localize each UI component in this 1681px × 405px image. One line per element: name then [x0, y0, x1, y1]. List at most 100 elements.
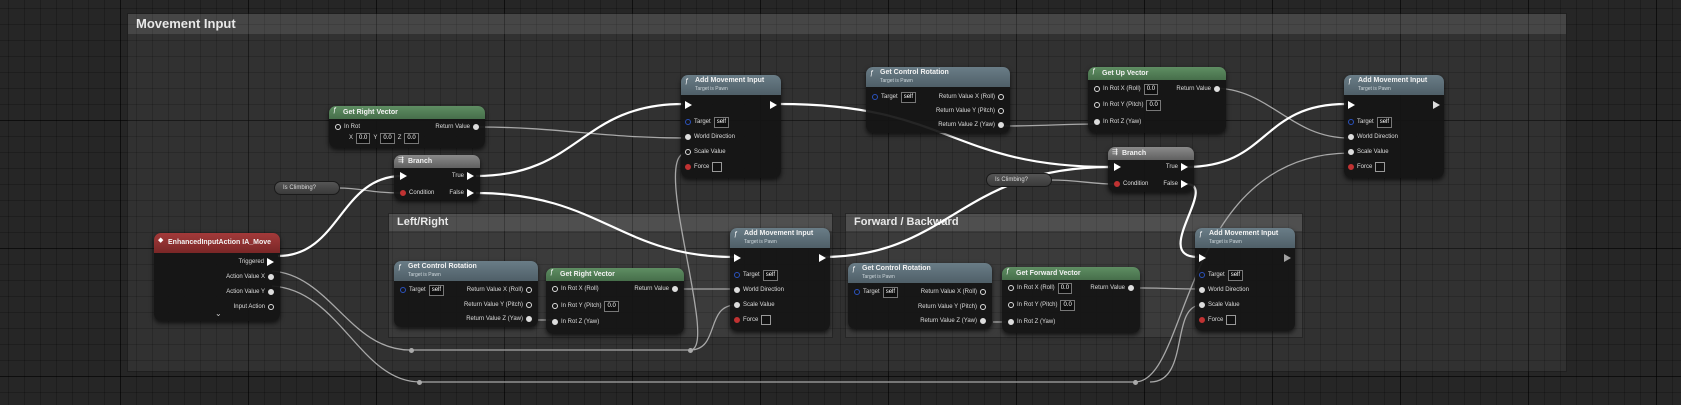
node-get-control-rotation-fb[interactable]: ƒ Get Control Rotation Target is Pawn Ta…: [848, 263, 992, 329]
reroute-node[interactable]: [688, 348, 693, 353]
pin-force[interactable]: Force: [1348, 161, 1386, 173]
pin-exec-in[interactable]: [1348, 99, 1355, 111]
node-get-right-vector-lr[interactable]: ƒ Get Right Vector In Rot X (Roll) In Ro…: [546, 268, 684, 334]
pin-return-value[interactable]: Return Value: [435, 121, 479, 133]
in-rot-y-input[interactable]: 0.0: [604, 300, 619, 312]
reroute-node[interactable]: [409, 348, 414, 353]
pin-scale-value[interactable]: Scale Value: [1199, 299, 1240, 311]
reroute-node[interactable]: [1133, 380, 1138, 385]
target-input[interactable]: self: [1227, 269, 1244, 281]
in-rot-x-input[interactable]: 0.0: [1057, 282, 1073, 294]
pin-action-value-y[interactable]: Action Value Y: [226, 286, 274, 298]
pin-scale-value[interactable]: Scale Value: [1348, 146, 1389, 158]
pin-world-direction[interactable]: World Direction: [734, 284, 784, 296]
target-input[interactable]: self: [713, 116, 730, 128]
pin-return-y[interactable]: Return Value Y (Pitch): [918, 301, 986, 313]
pin-return-value[interactable]: Return Value: [634, 283, 678, 295]
chevron-down-icon[interactable]: ⌄: [215, 309, 222, 318]
pin-force[interactable]: Force: [1199, 314, 1237, 326]
reroute-node[interactable]: [417, 380, 422, 385]
target-input[interactable]: self: [1376, 116, 1393, 128]
pin-scale-value[interactable]: Scale Value: [685, 146, 726, 158]
pin-return-x[interactable]: Return Value X (Roll): [921, 286, 986, 298]
pin-return-y[interactable]: Return Value Y (Pitch): [936, 105, 1004, 117]
force-checkbox[interactable]: [1226, 315, 1237, 325]
pin-world-direction[interactable]: World Direction: [1199, 284, 1249, 296]
pin-exec-out[interactable]: [1433, 99, 1440, 111]
pin-in-rot-y[interactable]: In Rot Y (Pitch)0.0: [1008, 299, 1075, 311]
pin-false[interactable]: False: [449, 187, 474, 199]
pin-in-rot-z[interactable]: In Rot Z (Yaw): [1094, 116, 1141, 128]
pin-in-rot[interactable]: In Rot: [335, 121, 360, 133]
pin-world-direction[interactable]: World Direction: [685, 131, 735, 143]
force-checkbox[interactable]: [761, 315, 772, 325]
pin-world-direction[interactable]: World Direction: [1348, 131, 1398, 143]
pin-in-rot-y[interactable]: In Rot Y (Pitch)0.0: [552, 300, 619, 312]
force-checkbox[interactable]: [1375, 162, 1386, 172]
node-add-movement-input-1[interactable]: ƒ Add Movement Input Target is Pawn Targ…: [681, 75, 781, 178]
force-checkbox[interactable]: [712, 162, 723, 172]
node-branch[interactable]: ⇶ Branch Condition True False: [394, 155, 480, 200]
pin-return-x[interactable]: Return Value X (Roll): [467, 284, 532, 296]
pin-in-rot-x[interactable]: In Rot X (Roll): [552, 283, 599, 295]
pin-return-y[interactable]: Return Value Y (Pitch): [464, 299, 532, 311]
pin-return-z[interactable]: Return Value Z (Yaw): [938, 119, 1004, 131]
pin-in-rot-z[interactable]: In Rot Z (Yaw): [552, 316, 599, 328]
pin-condition[interactable]: Condition: [400, 187, 434, 199]
in-rot-x-input[interactable]: 0.0: [1143, 83, 1159, 95]
pin-exec-out[interactable]: [770, 99, 777, 111]
node-add-movement-input-fb[interactable]: ƒ Add Movement Input Target is Pawn Targ…: [1195, 228, 1295, 331]
in-rot-y-input[interactable]: 0.0: [1146, 99, 1161, 111]
pin-in-rot-z[interactable]: In Rot Z (Yaw): [1008, 316, 1055, 328]
pin-return-z[interactable]: Return Value Z (Yaw): [920, 315, 986, 327]
in-rot-y-input[interactable]: 0.0: [1060, 299, 1075, 311]
target-input[interactable]: self: [762, 269, 779, 281]
target-input[interactable]: self: [882, 286, 899, 298]
pin-exec-in[interactable]: [1114, 161, 1121, 173]
pin-exec-in[interactable]: [400, 170, 407, 182]
pin-condition[interactable]: Condition: [1114, 178, 1148, 190]
event-node-ia-move[interactable]: ◆ EnhancedInputAction IA_Move Triggered …: [154, 233, 280, 321]
node-get-forward-vector[interactable]: ƒ Get Forward Vector In Rot X (Roll)0.0 …: [1002, 267, 1140, 333]
pin-triggered[interactable]: Triggered: [239, 256, 274, 268]
target-input[interactable]: self: [428, 284, 445, 296]
pin-action-value-x[interactable]: Action Value X: [226, 271, 274, 283]
variable-is-climbing-2[interactable]: Is Climbing?: [986, 173, 1052, 187]
pin-input-action[interactable]: Input Action: [234, 301, 274, 313]
target-input[interactable]: self: [900, 91, 917, 103]
pin-return-value[interactable]: Return Value: [1090, 282, 1134, 294]
node-get-control-rotation-lr[interactable]: ƒ Get Control Rotation Target is Pawn Ta…: [394, 261, 538, 327]
pin-exec-out[interactable]: [1284, 252, 1291, 264]
pin-in-rot-y[interactable]: In Rot Y (Pitch)0.0: [1094, 99, 1161, 111]
pin-in-rot-x[interactable]: In Rot X (Roll)0.0: [1008, 282, 1073, 294]
pin-exec-out[interactable]: [819, 252, 826, 264]
node-add-movement-input-lr[interactable]: ƒ Add Movement Input Target is Pawn Targ…: [730, 228, 830, 331]
pin-force[interactable]: Force: [685, 161, 723, 173]
node-get-up-vector[interactable]: ƒ Get Up Vector In Rot X (Roll)0.0 In Ro…: [1088, 67, 1226, 133]
x-input[interactable]: 0.0: [356, 132, 371, 144]
pin-force[interactable]: Force: [734, 314, 772, 326]
node-add-movement-input-2[interactable]: ƒ Add Movement Input Target is Pawn Targ…: [1344, 75, 1444, 178]
pin-scale-value[interactable]: Scale Value: [734, 299, 775, 311]
node-branch-2[interactable]: ⇶ Branch Condition True False: [1108, 147, 1194, 192]
node-get-control-rotation-top[interactable]: ƒ Get Control Rotation Target is Pawn Ta…: [866, 67, 1010, 133]
pin-false[interactable]: False: [1163, 178, 1188, 190]
pin-in-rot-x[interactable]: In Rot X (Roll)0.0: [1094, 83, 1159, 95]
pin-true[interactable]: True: [452, 170, 474, 182]
pin-return-z[interactable]: Return Value Z (Yaw): [466, 313, 532, 325]
y-input[interactable]: 0.0: [380, 132, 395, 144]
z-input[interactable]: 0.0: [404, 132, 419, 144]
pin-exec-in[interactable]: [685, 99, 692, 111]
pin-return-value[interactable]: Return Value: [1176, 83, 1220, 95]
pin-exec-in[interactable]: [1199, 252, 1206, 264]
